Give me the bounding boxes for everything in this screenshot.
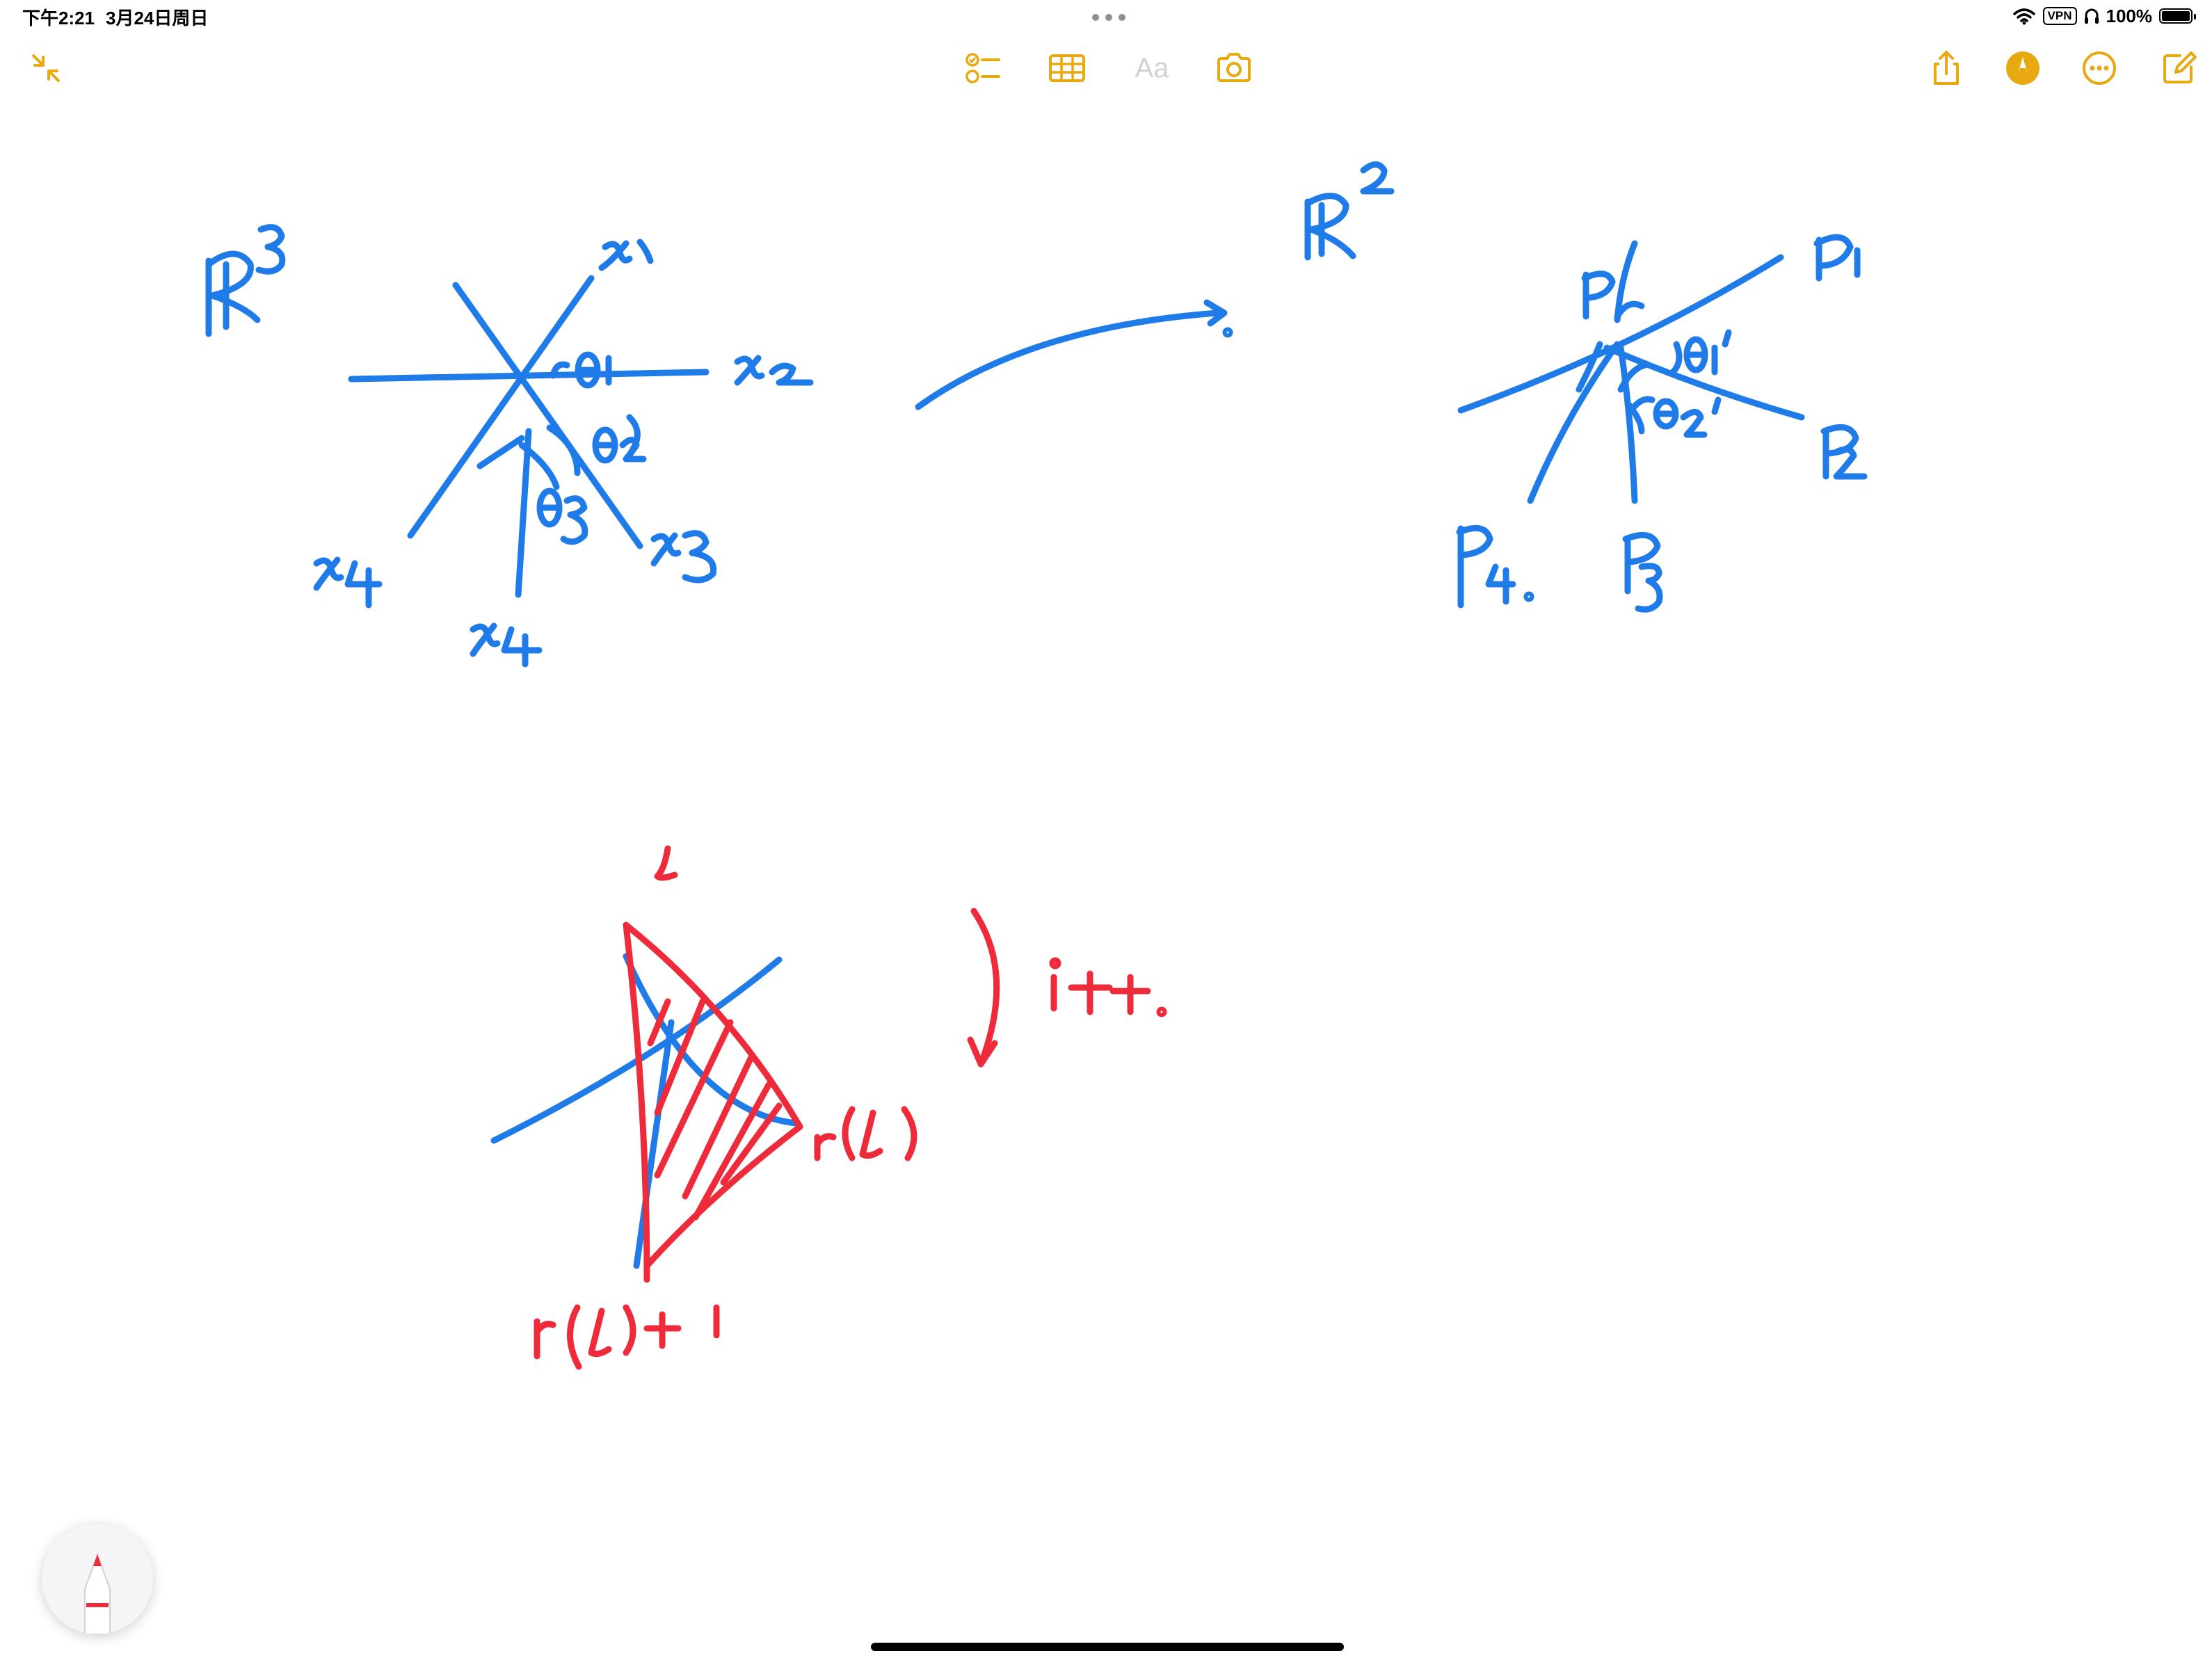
red-triangle [623, 921, 803, 1283]
ellipsis-circle-icon[interactable] [2074, 43, 2124, 93]
checklist-icon[interactable] [959, 43, 1009, 93]
multitasking-grabber[interactable] [1092, 13, 1125, 22]
label-r-of-l [814, 1106, 917, 1161]
status-date: 3月24日周日 [106, 8, 209, 29]
label-i-plus-plus [1049, 957, 1167, 1017]
label-r3 [205, 224, 286, 337]
markup-pen-icon[interactable] [1998, 43, 2048, 93]
camera-icon[interactable] [1209, 43, 1259, 93]
mapping-arrow [915, 299, 1233, 410]
angle-labels-3d [536, 351, 647, 545]
headphones-icon [2084, 8, 2099, 24]
format-label: Aa [1135, 52, 1169, 83]
home-indicator[interactable] [871, 1643, 1344, 1651]
collapse-arrows-icon[interactable] [21, 43, 71, 93]
compose-icon[interactable] [2154, 43, 2204, 93]
battery-icon [2159, 8, 2196, 24]
share-icon[interactable] [1921, 43, 1971, 93]
label-x2 [734, 355, 814, 386]
wifi-icon [2012, 8, 2035, 25]
pencil-icon [84, 1552, 111, 1634]
label-x1 [598, 239, 654, 271]
format-text-button[interactable]: Aa [1127, 43, 1177, 93]
iteration-arrow [967, 908, 1000, 1068]
angle-labels-2d [1653, 329, 1732, 438]
label-x3 [650, 530, 717, 583]
labels-2d [1456, 234, 1868, 613]
vpn-badge: VPN [2042, 7, 2077, 25]
status-indicators: VPN 100% [2012, 4, 2196, 28]
label-r2 [1304, 161, 1395, 261]
status-bar: 下午2:21 3月24日周日 VPN 100% [0, 0, 2212, 42]
label-x4-bottom [470, 622, 543, 668]
star-3d-lines [348, 275, 710, 598]
note-canvas[interactable] [0, 83, 2212, 1613]
pencil-tool-button[interactable] [42, 1523, 153, 1634]
label-x4-left [313, 556, 383, 609]
status-time: 下午2:21 [22, 8, 95, 29]
label-l [654, 845, 678, 881]
table-icon[interactable] [1042, 43, 1092, 93]
star-2d-lines [1457, 240, 1805, 504]
battery-percent: 100% [2106, 5, 2153, 26]
label-r-of-l-plus-1 [534, 1304, 720, 1370]
